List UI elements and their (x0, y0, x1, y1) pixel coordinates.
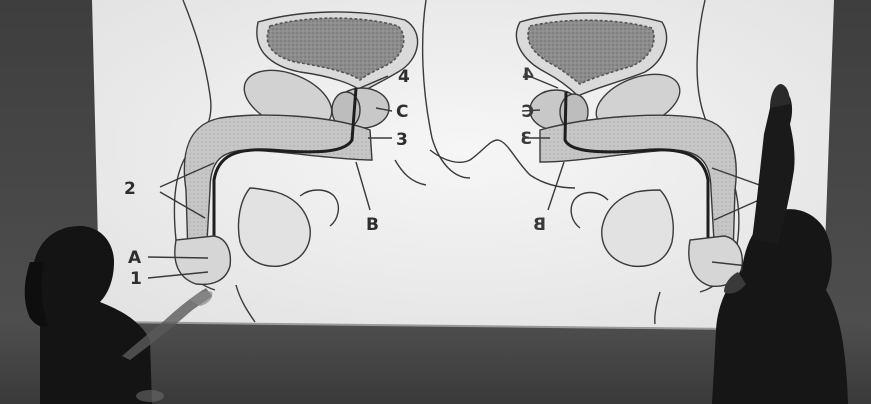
label-3: 3 (396, 130, 408, 150)
mirrored-label-b: B (533, 215, 546, 235)
mirrored-label-c: C (522, 102, 534, 122)
label-1: 1 (130, 269, 142, 289)
label-a: A (128, 248, 142, 268)
label-b: B (366, 215, 379, 235)
mirrored-label-4: 4 (522, 65, 534, 85)
label-4: 4 (398, 67, 410, 87)
mirrored-label-3: 3 (520, 129, 532, 149)
label-c: C (396, 102, 408, 122)
label-2: 2 (124, 179, 136, 199)
